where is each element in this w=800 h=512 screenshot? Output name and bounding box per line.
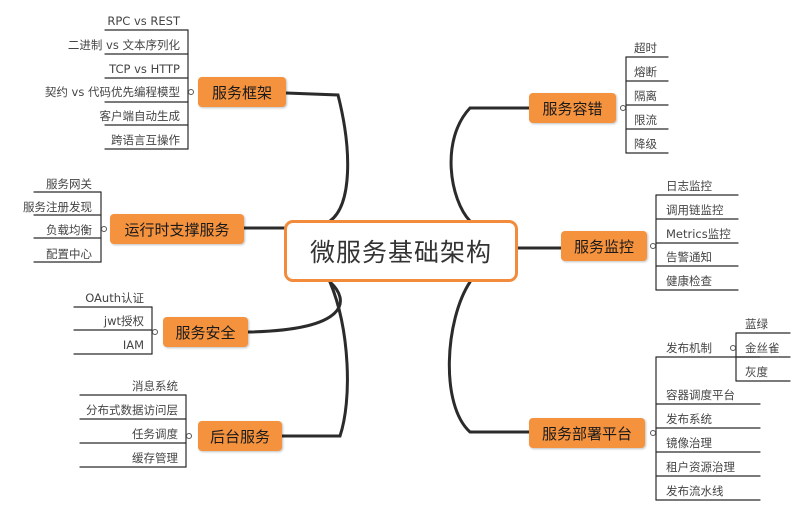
collapse-dot bbox=[730, 345, 736, 351]
leaf-image-governance: 镜像治理 bbox=[666, 436, 712, 450]
leaf-rpc-vs-rest: RPC vs REST bbox=[107, 14, 180, 28]
branch-backend-services: 后台服务 bbox=[198, 421, 282, 451]
leaf-rate-limiting: 限流 bbox=[634, 113, 657, 127]
leaf-container-scheduling: 容器调度平台 bbox=[666, 388, 735, 402]
leaf-alert-notification: 告警通知 bbox=[666, 250, 712, 264]
leaf-messaging: 消息系统 bbox=[132, 379, 178, 393]
branch-service-framework: 服务框架 bbox=[198, 77, 286, 107]
branch-service-monitoring: 服务监控 bbox=[561, 231, 647, 261]
leaf-log-monitoring: 日志监控 bbox=[666, 179, 712, 193]
leaf-metrics-monitoring: Metrics监控 bbox=[666, 227, 731, 241]
leaf-trace-monitoring: 调用链监控 bbox=[666, 203, 724, 217]
leaf-release-system: 发布系统 bbox=[666, 412, 712, 426]
leaf-circuit-breaker: 熔断 bbox=[634, 65, 657, 79]
branch-deployment-platform: 服务部署平台 bbox=[529, 418, 645, 448]
leaf-isolation: 隔离 bbox=[634, 89, 657, 103]
leaf-binary-vs-text: 二进制 vs 文本序列化 bbox=[67, 38, 180, 52]
leaf-data-access-layer: 分布式数据访问层 bbox=[86, 403, 178, 417]
leaf-config-center: 配置中心 bbox=[46, 247, 92, 261]
collapse-dot bbox=[152, 329, 158, 335]
collapse-dot bbox=[650, 243, 656, 249]
leaf-cross-language: 跨语言互操作 bbox=[111, 133, 180, 147]
collapse-dot bbox=[650, 430, 656, 436]
leaf-contract-vs-code: 契约 vs 代码优先编程模型 bbox=[44, 85, 180, 99]
leaf-client-autogen: 客户端自动生成 bbox=[99, 109, 181, 123]
central-topic: 微服务基础架构 bbox=[284, 220, 518, 282]
branch-fault-tolerance: 服务容错 bbox=[529, 93, 616, 123]
collapse-dot bbox=[101, 226, 107, 232]
leaf-canary: 金丝雀 bbox=[745, 341, 780, 355]
leaf-gray-release: 灰度 bbox=[745, 365, 768, 379]
leaf-tenant-resource: 租户资源治理 bbox=[666, 460, 735, 474]
leaf-iam: IAM bbox=[122, 338, 144, 352]
collapse-dot bbox=[186, 433, 192, 439]
leaf-load-balancing: 负载均衡 bbox=[46, 223, 92, 237]
connector-line bbox=[280, 280, 349, 438]
leaf-timeout: 超时 bbox=[634, 41, 657, 55]
leaf-release-pipeline: 发布流水线 bbox=[666, 484, 724, 498]
connector-line bbox=[284, 91, 350, 223]
leaf-tcp-vs-http: TCP vs HTTP bbox=[109, 62, 180, 76]
leaf-cache-management: 缓存管理 bbox=[132, 451, 178, 465]
leaf-api-gateway: 服务网关 bbox=[46, 177, 92, 191]
leaf-task-scheduling: 任务调度 bbox=[132, 427, 178, 441]
leaf-release-mechanism: 发布机制 bbox=[666, 341, 712, 355]
branch-runtime-support: 运行时支撑服务 bbox=[110, 214, 244, 244]
leaf-degradation: 降级 bbox=[634, 137, 657, 151]
collapse-dot bbox=[620, 105, 626, 111]
leaf-jwt: jwt授权 bbox=[103, 314, 144, 328]
connector-line bbox=[447, 280, 531, 434]
collapse-dot bbox=[188, 89, 194, 95]
branch-service-security: 服务安全 bbox=[163, 317, 248, 347]
connector-line bbox=[449, 106, 531, 223]
leaf-oauth: OAuth认证 bbox=[85, 291, 144, 305]
leaf-health-check: 健康检查 bbox=[666, 274, 712, 288]
connector-line bbox=[246, 280, 342, 334]
leaf-blue-green: 蓝绿 bbox=[745, 317, 768, 331]
leaf-service-discovery: 服务注册发现 bbox=[23, 200, 92, 214]
